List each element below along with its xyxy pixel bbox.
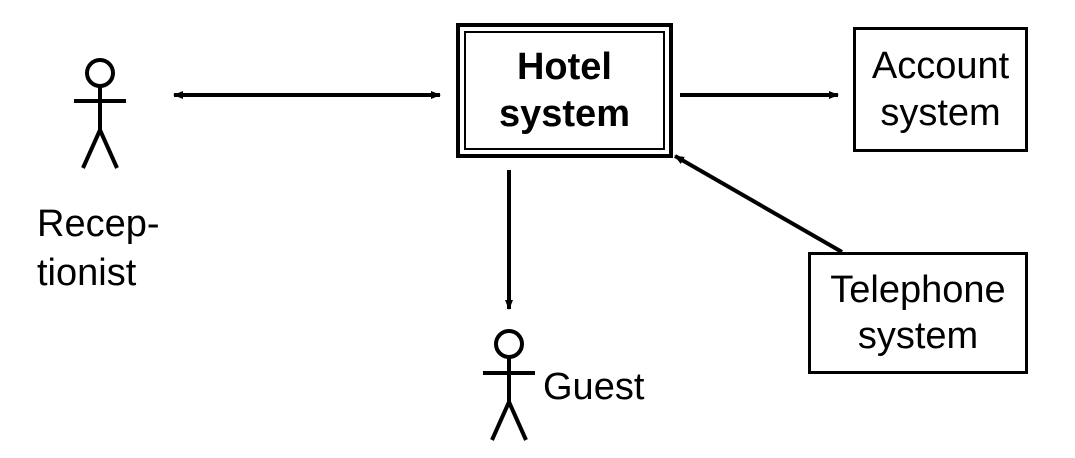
- telephone-system-box: Telephone system: [808, 252, 1028, 374]
- telephone-system-label: Telephone system: [830, 268, 1006, 357]
- edge-telephone-hotel: [674, 154, 843, 254]
- guest-label: Guest: [543, 366, 645, 408]
- receptionist-label: Recep- tionist: [37, 203, 160, 295]
- account-system-label: Account system: [871, 45, 1010, 134]
- hotel-system-label: Hotel system: [499, 46, 630, 135]
- receptionist-actor-icon: [74, 58, 126, 169]
- hotel-system-box: Hotel system: [456, 23, 673, 158]
- account-system-box: Account system: [853, 27, 1028, 152]
- guest-actor-icon: [483, 329, 535, 441]
- hotel-system-inner-border: Hotel system: [464, 31, 665, 150]
